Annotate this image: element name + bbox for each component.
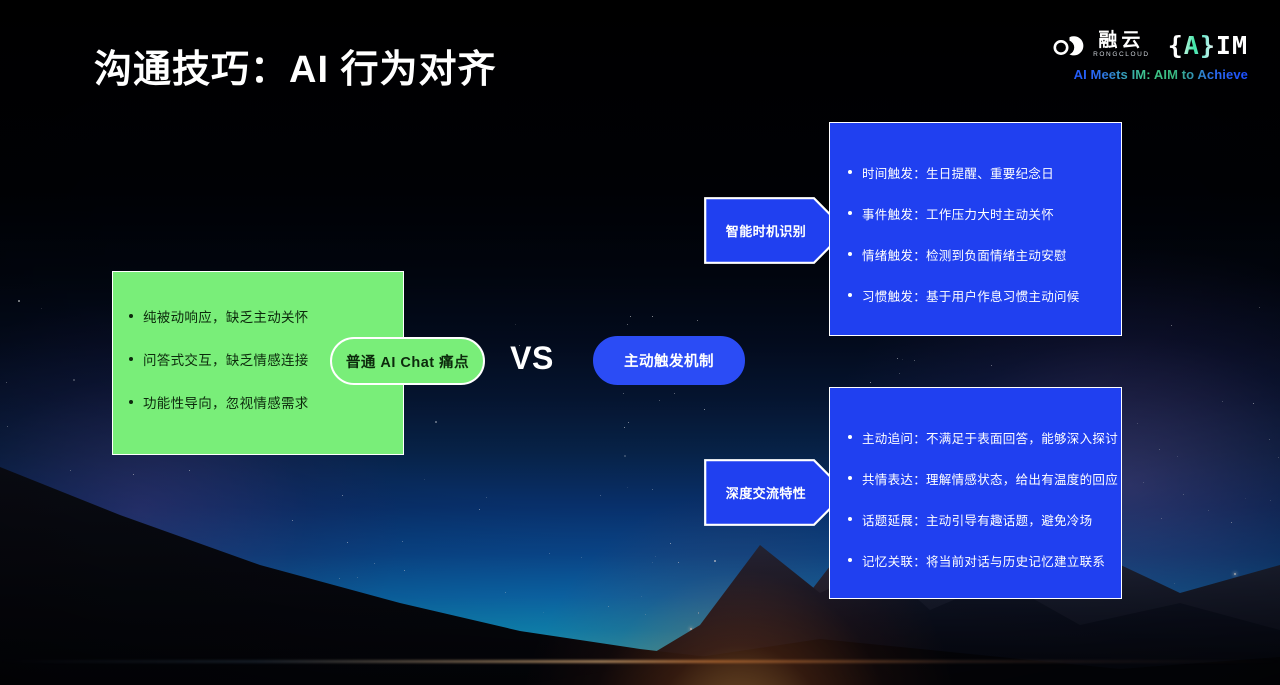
list-item-label: 事件触发：工作压力大时主动关怀	[862, 208, 1055, 222]
list-item-label: 纯被动响应，缺乏主动关怀	[143, 310, 309, 325]
vs-divider-label: VS	[510, 340, 554, 376]
smart-timing-arrow-label: 智能时机识别	[725, 224, 807, 239]
bullet-icon	[848, 211, 852, 215]
list-item: 主动追问：不满足于表面回答，能够深入探讨	[848, 428, 1121, 447]
list-item-label: 情绪触发：检测到负面情绪主动安慰	[862, 249, 1067, 263]
pain-points-list: 纯被动响应，缺乏主动关怀 问答式交互，缺乏情感连接 功能性导向，忽视情感需求	[113, 272, 403, 412]
page-title: 沟通技巧：AI 行为对齐	[94, 49, 497, 91]
bullet-icon	[848, 252, 852, 256]
trigger-types-list: 时间触发：生日提醒、重要纪念日 事件触发：工作压力大时主动关怀 情绪触发：检测到…	[830, 123, 1121, 305]
list-item-label: 记忆关联：将当前对话与历史记忆建立联系	[862, 555, 1106, 569]
trigger-types-panel: 时间触发：生日提醒、重要纪念日 事件触发：工作压力大时主动关怀 情绪触发：检测到…	[829, 122, 1122, 336]
brand-en-name: RONGCLOUD	[1093, 51, 1150, 59]
bullet-icon	[129, 314, 133, 318]
list-item-label: 时间触发：生日提醒、重要纪念日	[862, 167, 1055, 181]
deep-communication-arrow: 深度交流特性	[704, 459, 848, 526]
bullet-icon	[848, 293, 852, 297]
list-item: 纯被动响应，缺乏主动关怀	[129, 306, 403, 326]
list-item-label: 共情表达：理解情感状态，给出有温度的回应	[862, 473, 1119, 487]
list-item: 习惯触发：基于用户作息习惯主动问候	[848, 286, 1121, 305]
bullet-icon	[848, 435, 852, 439]
list-item-label: 主动追问：不满足于表面回答，能够深入探讨	[862, 432, 1119, 446]
pain-points-pill: 普通 AI Chat 痛点	[330, 337, 485, 385]
depth-features-panel: 主动追问：不满足于表面回答，能够深入探讨 共情表达：理解情感状态，给出有温度的回…	[829, 387, 1122, 599]
deep-communication-arrow-label: 深度交流特性	[725, 486, 807, 501]
bullet-icon	[129, 357, 133, 361]
rongcloud-logo: 融云 RONGCLOUD	[1053, 31, 1150, 59]
bullet-icon	[848, 517, 852, 521]
list-item-label: 话题延展：主动引导有趣话题，避免冷场	[862, 514, 1093, 528]
list-item: 情绪触发：检测到负面情绪主动安慰	[848, 245, 1121, 264]
depth-features-list: 主动追问：不满足于表面回答，能够深入探讨 共情表达：理解情感状态，给出有温度的回…	[830, 388, 1121, 570]
smart-timing-arrow: 智能时机识别	[704, 197, 848, 264]
list-item: 功能性导向，忽视情感需求	[129, 392, 403, 412]
brand-logo: 融云 RONGCLOUD {A}IM AI Meets IM: AIM to A…	[1053, 28, 1248, 82]
list-item: 共情表达：理解情感状态，给出有温度的回应	[848, 469, 1121, 488]
list-item-label: 问答式交互，缺乏情感连接	[143, 353, 309, 368]
brand-tagline: AI Meets IM: AIM to Achieve	[1053, 67, 1248, 82]
list-item-label: 习惯触发：基于用户作息习惯主动问候	[862, 290, 1080, 304]
bullet-icon	[848, 558, 852, 562]
list-item: 时间触发：生日提醒、重要纪念日	[848, 163, 1121, 182]
list-item: 话题延展：主动引导有趣话题，避免冷场	[848, 510, 1121, 529]
aim-wordmark: {A}IM	[1167, 30, 1248, 60]
rongcloud-infinity-icon	[1053, 36, 1084, 56]
bullet-icon	[129, 400, 133, 404]
bullet-icon	[848, 170, 852, 174]
brand-cn-name: 融云	[1098, 30, 1145, 52]
list-item: 记忆关联：将当前对话与历史记忆建立联系	[848, 551, 1121, 570]
list-item-label: 功能性导向，忽视情感需求	[143, 396, 309, 411]
proactive-trigger-pill: 主动触发机制	[593, 336, 745, 385]
bullet-icon	[848, 476, 852, 480]
list-item: 事件触发：工作压力大时主动关怀	[848, 204, 1121, 223]
list-item: 问答式交互，缺乏情感连接	[129, 349, 403, 369]
